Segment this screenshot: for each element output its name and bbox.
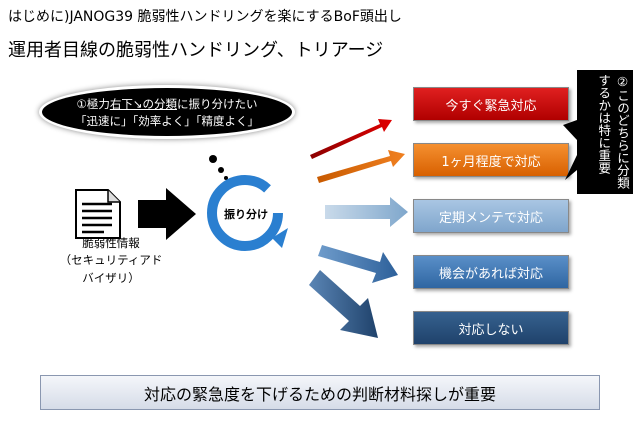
cycle-label: 振り分け (224, 208, 268, 221)
category-urgent: 今すぐ緊急対応 (413, 87, 569, 121)
category-one-month: 1ヶ月程度で対応 (413, 143, 569, 177)
callout-line2: するかは特に重要 (596, 74, 612, 174)
source-label: 脆弱性情報 （セキュリティアドバイザリ） (56, 235, 166, 287)
slide-subtitle: はじめに)JANOG39 脆弱性ハンドリングを楽にするBoF頭出し (8, 9, 402, 25)
document-icon (75, 189, 121, 239)
source-label-line1: 脆弱性情報 (82, 236, 140, 250)
slide-title: 運用者目線の脆弱性ハンドリング、トリアージ (8, 40, 384, 61)
category-when-possible: 機会があれば対応 (413, 255, 569, 289)
category-scheduled-maintenance: 定期メンテで対応 (413, 199, 569, 233)
cloud-text-line2: 「迅速に」「効率よく」「精度よく」 (75, 113, 259, 128)
cloud-text-emphasis: 右下↘の分類 (109, 97, 177, 111)
arrow-right-icon (138, 188, 196, 240)
callout-pointers (563, 120, 577, 180)
source-label-line2: （セキュリティアドバイザリ） (59, 253, 163, 285)
cloud-text-prefix: ①極力 (76, 97, 110, 111)
callout-line1: ②このどちらに分類 (615, 74, 630, 189)
callout-note: ②このどちらに分類 するかは特に重要 (577, 70, 633, 194)
cycle-icon (207, 175, 288, 251)
category-no-action: 対応しない (413, 311, 569, 345)
cloud-text-suffix: に振り分けたい (176, 97, 258, 111)
conclusion-banner: 対応の緊急度を下げるための判断材料探しが重要 (40, 375, 600, 410)
thought-cloud: ①極力右下↘の分類に振り分けたい 「迅速に」「効率よく」「精度よく」 (42, 88, 292, 136)
